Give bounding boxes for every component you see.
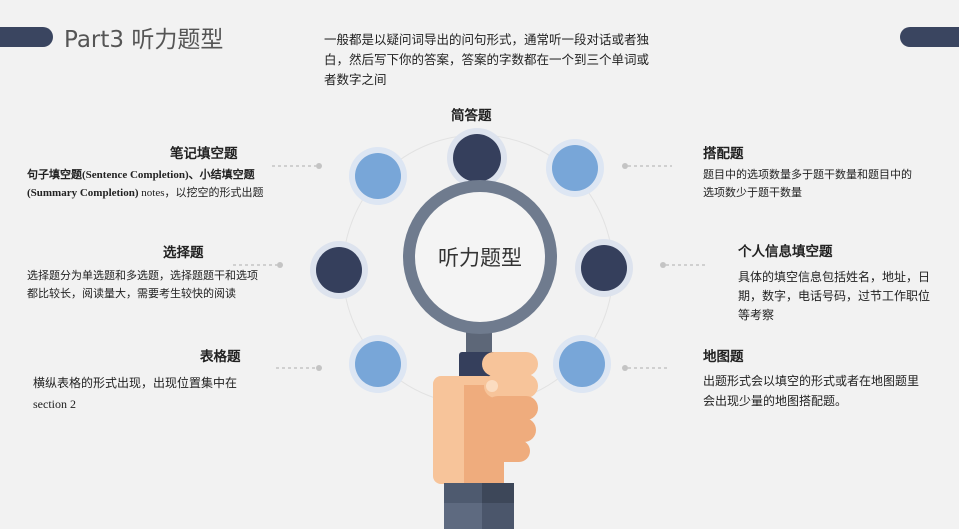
center-label: 听力题型 [438,246,522,270]
header-pill-right [900,27,959,47]
node-right-top [546,139,604,197]
desc-table-completion: 横纵表格的形式出现，出现位置集中在 section 2 [33,373,258,415]
desc-note-part-3: ，以挖空的形式出题 [164,186,264,199]
node-right-middle [575,239,633,297]
desc-personal-info: 具体的填空信息包括姓名，地址，日期，数字，电话号码，过节工作职位等考察 [738,270,931,322]
label-matching: 搭配题 [703,146,744,162]
node-left-bottom [349,335,407,393]
label-short-answer: 简答题 [451,108,492,124]
label-table-completion: 表格题 [200,349,241,365]
desc-note-part-2: notes [138,187,165,199]
node-left-middle [310,241,368,299]
node-top [447,128,507,188]
desc-map: 出题形式会以填空的形式或者在地图题里会出现少量的地图搭配题。 [703,374,920,408]
desc-choice-part-1: 选择题分为单选题和多选题，选择题题干和选项都比较长，阅读量大，需要考生较快的阅读 [27,269,258,300]
hand-icon [433,352,538,529]
desc-matching: 题目中的选项数量多于题干数量和题目中的选项数少于题干数量 [703,168,912,199]
desc-table-part-2: section 2 [33,397,76,411]
label-personal-info: 个人信息填空题 [738,244,833,260]
intro-text: 一般都是以疑问词导出的问句形式，通常听一段对话或者独白，然后写下你的答案，答案的… [324,32,650,87]
page-title: Part3 听力题型 [64,27,224,53]
node-right-bottom [553,335,611,393]
node-left-top [349,147,407,205]
desc-note-completion: 句子填空题(Sentence Completion)、小结填空题(Summary… [27,166,267,202]
desc-note-part-1: 句子填空题(Sentence Completion)、小结填空题(Summary… [27,169,255,199]
label-multiple-choice: 选择题 [163,245,204,261]
label-map: 地图题 [703,349,744,365]
desc-table-part-1: 横纵表格的形式出现，出现位置集中在 [33,376,238,390]
desc-multiple-choice: 选择题分为单选题和多选题，选择题题干和选项都比较长，阅读量大，需要考生较快的阅读 [27,267,259,303]
connectors [233,163,708,371]
label-note-completion: 笔记填空题 [170,146,238,162]
header-pill-left [0,27,53,47]
